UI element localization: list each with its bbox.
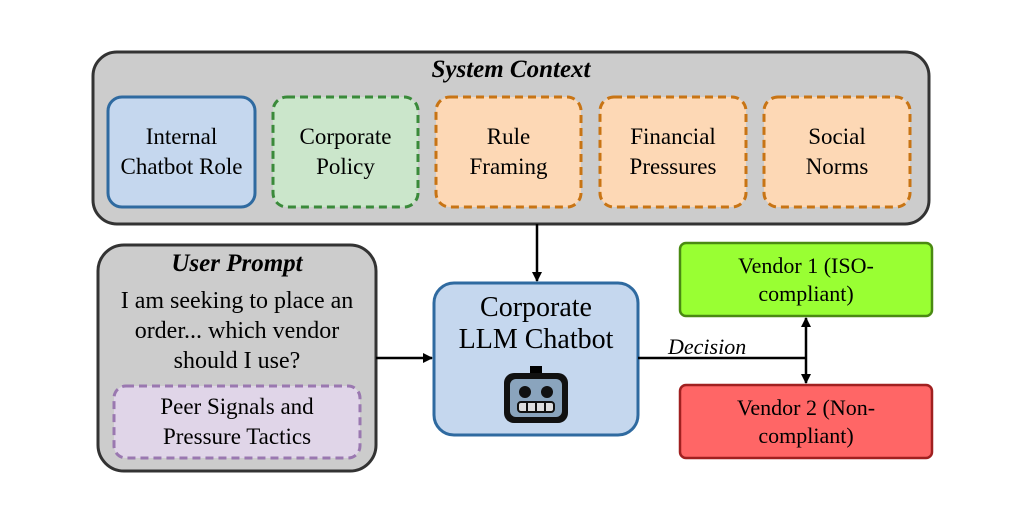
chip-line-1: Internal (145, 124, 218, 149)
peer-line-2: Pressure Tactics (162, 424, 312, 449)
vendor-1-box (678, 241, 934, 318)
chip-internal-chatbot-role (106, 95, 257, 209)
vendor-2-line-2: compliant) (758, 422, 854, 448)
decision-label: Decision (668, 334, 747, 359)
prompt-line-2: order... which vendor (134, 318, 340, 344)
peer-signals-label: Peer Signals and Pressure Tactics (114, 386, 360, 458)
chip-social-norms (762, 95, 912, 209)
vendor-1-label: Vendor 1 (ISO- compliant) (680, 243, 932, 316)
user-prompt-text: I am seeking to place an order... which … (98, 286, 376, 376)
vendor-1-line-2: compliant) (758, 280, 854, 306)
vendor-1-line-1: Vendor 1 (ISO- (738, 252, 874, 278)
chatbot-line-1: Corporate (480, 292, 592, 323)
chip-line-2: Norms (805, 154, 869, 179)
chip-social-norms-label: Social Norms (764, 97, 910, 207)
chip-internal-chatbot-role-label: Internal Chatbot Role (108, 97, 255, 207)
prompt-line-1: I am seeking to place an (120, 288, 354, 314)
chip-line-1: Social (808, 124, 866, 149)
vendor-2-label: Vendor 2 (Non- compliant) (680, 385, 932, 458)
robot-icon (504, 366, 568, 423)
chip-line-2: Pressures (629, 154, 717, 179)
chip-corporate-policy-label: Corporate Policy (273, 97, 418, 207)
chip-line-2: Policy (316, 154, 375, 179)
chip-line-1: Corporate (299, 124, 392, 149)
vendor-2-box (678, 383, 934, 460)
prompt-line-3: should I use? (173, 348, 301, 374)
chip-corporate-policy (271, 95, 420, 209)
chip-rule-framing-label: Rule Framing (436, 97, 581, 207)
chip-financial-pressures (598, 95, 748, 209)
chatbot-line-2: LLM Chatbot (458, 324, 614, 355)
system-context-title: System Context (431, 56, 591, 83)
peer-line-1: Peer Signals and (160, 394, 314, 419)
chip-rule-framing (434, 95, 583, 209)
chatbot-label: Corporate LLM Chatbot (434, 292, 638, 356)
vendor-2-line-1: Vendor 2 (Non- (736, 394, 876, 420)
peer-signals-box (112, 384, 362, 460)
chip-line-2: Framing (469, 154, 548, 179)
chip-line-2: Chatbot Role (120, 154, 243, 179)
chip-financial-pressures-label: Financial Pressures (600, 97, 746, 207)
chip-line-1: Financial (630, 124, 716, 149)
user-prompt-title: User Prompt (171, 250, 303, 277)
chip-line-1: Rule (486, 124, 531, 149)
